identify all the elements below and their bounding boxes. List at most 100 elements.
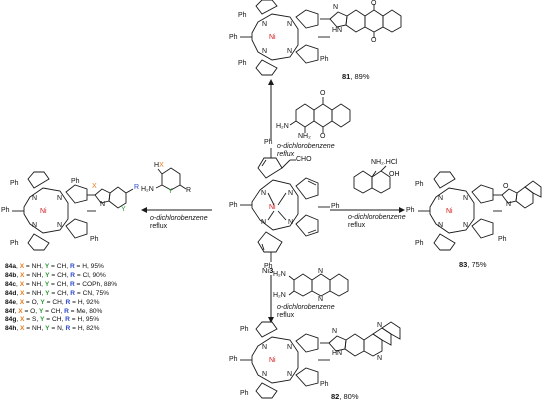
x-value: NH (31, 325, 42, 333)
n-atom: N (262, 344, 268, 351)
phenyl-label: Ph (264, 263, 273, 270)
r-value: H (77, 298, 83, 306)
r-value: CN (82, 289, 93, 297)
phenyl-label: Ph (238, 12, 247, 19)
compound-id: 84h (5, 325, 17, 333)
n-atom: N (287, 371, 293, 378)
phenyl-label: Ph (331, 203, 340, 210)
n-atom: N (100, 201, 106, 208)
n-atom: N (261, 190, 267, 197)
o-atom: O (320, 90, 326, 97)
compound-id: 84f (5, 307, 15, 315)
phenyl-label: Ph (320, 381, 329, 388)
table-row: 84a, X = NH, Y = CH, R = H, 95% (5, 263, 104, 270)
r-key: R (64, 307, 69, 315)
x-key: X (20, 271, 25, 279)
phenyl-label: Ph (10, 240, 19, 247)
o-atom: O (371, 37, 377, 44)
hn-label: HN (332, 27, 343, 34)
r-value: H (82, 263, 87, 270)
phenyl-label: Ph (229, 356, 238, 363)
x-key: X (19, 298, 25, 306)
x-value: NH (31, 289, 42, 297)
r-key: R (70, 271, 76, 279)
n-atom: N (287, 21, 293, 28)
phenyl-label: Ph (229, 202, 238, 209)
nickel-atom: Ni (269, 34, 276, 41)
x-key: X (20, 325, 25, 333)
r-key: R (69, 280, 75, 288)
x-atom: X (92, 183, 97, 190)
yield-value: 75% (95, 289, 109, 297)
phenyl-label: Ph (320, 56, 329, 63)
product-82-label: 82, 80% (331, 392, 359, 401)
phenyl-label: Ph (240, 326, 249, 333)
y-value: CH (52, 298, 62, 306)
yield-value: 95% (85, 316, 100, 324)
substituent-table: 84a, X = NH, Y = CH, R = H, 95%84b, X = … (5, 263, 117, 334)
n-atom: N (57, 195, 63, 202)
yield-value: 82% (86, 325, 100, 333)
hn-label: HN (332, 350, 343, 357)
n-atom: N (262, 371, 268, 378)
n-atom: N (463, 195, 469, 202)
compound-id: 84b (5, 271, 17, 279)
o-atom: O (320, 133, 326, 140)
n-atom: N (333, 4, 339, 11)
amine-salt-label: NH₂.HCl (371, 159, 398, 166)
r-value: Cl (82, 271, 89, 279)
y-key: Y (40, 316, 45, 324)
phenyl-label: Ph (415, 181, 424, 188)
n-atom: N (57, 222, 63, 229)
y-value: CH (50, 307, 61, 315)
y-key: Y (45, 271, 50, 279)
yield-value: 90% (92, 271, 106, 279)
compound-id: 84c (5, 280, 17, 288)
n-atom: N (463, 222, 469, 229)
r-group: R (186, 187, 192, 194)
phenyl-label: Ph (238, 60, 247, 67)
table-row: 84d, X = NH, Y = CH, R = CN, 75% (5, 289, 109, 297)
y-value: CH (56, 263, 67, 270)
nickel-atom: Ni (269, 357, 276, 364)
hydroxyl-label: OH (389, 171, 400, 178)
n-atom: N (288, 190, 294, 197)
n-atom: N (332, 328, 338, 335)
o-atom: O (503, 183, 509, 190)
y-value: CH (57, 271, 67, 279)
table-row: 84e, X = O, Y = CH, R = H, 92% (5, 298, 100, 306)
y-value: CH (57, 289, 67, 297)
product-83-label: 83, 75% (459, 260, 487, 269)
amine-label: H₂N (273, 292, 286, 299)
n-atom: N (318, 268, 324, 275)
phenyl-label: Ph (415, 240, 424, 247)
x-value: NH (31, 280, 42, 288)
r-key: R (65, 316, 70, 324)
yield-value: 80% (89, 307, 103, 315)
phenyl-label: Ph (10, 180, 19, 187)
n-atom: N (318, 296, 324, 303)
n-atom: N (287, 344, 293, 351)
n-atom: N (287, 48, 293, 55)
phenyl-label: Ph (240, 390, 249, 397)
nickel-atom: Ni (446, 208, 453, 215)
compound-id: 84a (5, 263, 17, 270)
cho-label: CHO (296, 156, 312, 163)
y-key: Y (44, 280, 50, 288)
r-group: R (134, 184, 140, 191)
o-atom: O (371, 0, 377, 7)
hx-label: HX (154, 162, 164, 169)
n-atom: N (32, 195, 38, 202)
phenyl-label: Ph (406, 207, 415, 214)
product-81-label: 81, 89% (342, 72, 370, 81)
